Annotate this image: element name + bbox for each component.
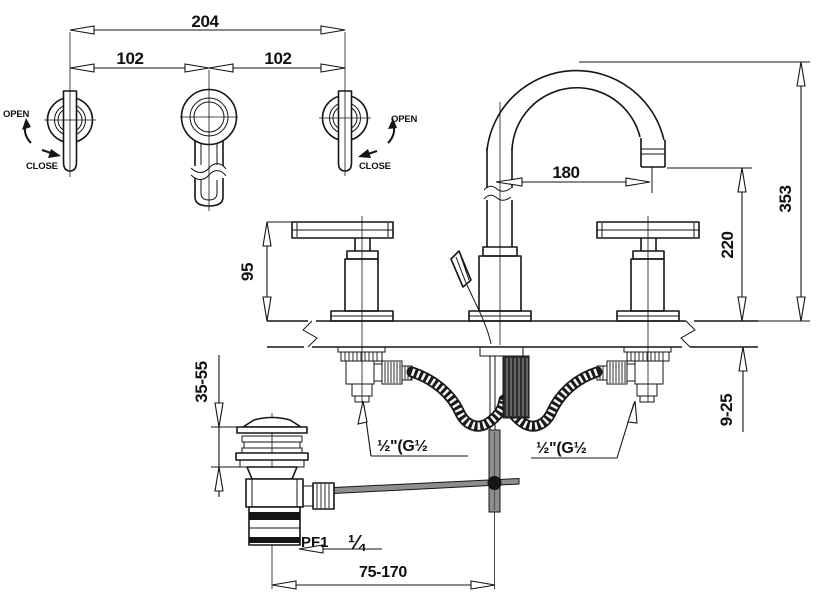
- drain-body: [245, 478, 304, 508]
- dim-handle-height: 95: [238, 221, 294, 322]
- rod-coupling-nut: [312, 482, 335, 510]
- lift-rod-upper: [466, 284, 492, 345]
- dim-drain-mount-range: 35-55: [192, 355, 243, 497]
- dim-counter-thickness-label: 9-25: [717, 394, 736, 426]
- dim-spout-outlet-height: 220: [667, 167, 752, 322]
- dim-liftrod-range-label: 75-170: [359, 564, 407, 581]
- close-left-label: CLOSE: [26, 161, 58, 172]
- dim-overall-width: 204: [69, 12, 346, 35]
- front-view: 95 180 220 353: [192, 61, 810, 590]
- break-line: [483, 185, 512, 201]
- dim-handle-height-label: 95: [238, 263, 257, 281]
- pop-up-drain: [235, 413, 335, 589]
- break-line: [680, 320, 696, 348]
- drain-thread-callout: PF1 ¼: [298, 532, 382, 554]
- handle-right-front: [596, 216, 700, 403]
- spout-top-view: [180, 70, 238, 211]
- dim-spacing-left-label: 102: [116, 49, 143, 68]
- supply-right-label: ½"(G½: [536, 440, 587, 457]
- pivot-ball: [487, 476, 502, 490]
- drain-thread-label: PF1: [301, 534, 329, 551]
- spout-front: [450, 69, 666, 357]
- dim-spout-reach: 180: [495, 163, 653, 193]
- plan-view: 204 102 102 OPEN CLOSE: [3, 12, 418, 211]
- dim-overall-width-label: 204: [191, 12, 219, 31]
- spout-outer-curve: [486, 69, 665, 151]
- dim-spout-reach-label: 180: [552, 163, 579, 182]
- spout-inner-curve: [511, 86, 641, 151]
- supply-hoses: [406, 355, 603, 432]
- dim-drain-mount-range-label: 35-55: [192, 361, 211, 402]
- break-line: [302, 320, 318, 348]
- dim-hole-spacing: 102 102: [69, 49, 346, 73]
- handle-right-top-view: OPEN CLOSE: [319, 32, 418, 176]
- dim-overall-height-label: 353: [776, 185, 795, 212]
- dim-spacing-right-label: 102: [264, 49, 291, 68]
- drain-stopper-cap: [242, 416, 302, 428]
- dim-spout-outlet-height-label: 220: [718, 231, 737, 258]
- supply-left-label: ½"(G½: [377, 438, 428, 455]
- handle-left-top-view: OPEN CLOSE: [3, 32, 96, 177]
- open-left-label: OPEN: [3, 109, 29, 120]
- dim-liftrod-range: 75-170: [271, 564, 496, 590]
- drain-flange: [236, 426, 308, 434]
- drain-thread-fraction-label: ¼: [348, 532, 367, 554]
- dim-overall-height: 353: [579, 61, 810, 322]
- dim-counter-thickness: 9-25: [717, 346, 748, 432]
- close-right-label: CLOSE: [359, 161, 391, 172]
- supply-size-callout-right: ½"(G½: [531, 400, 638, 459]
- supply-size-callout-left: ½"(G½: [357, 400, 468, 457]
- open-right-label: OPEN: [391, 114, 417, 125]
